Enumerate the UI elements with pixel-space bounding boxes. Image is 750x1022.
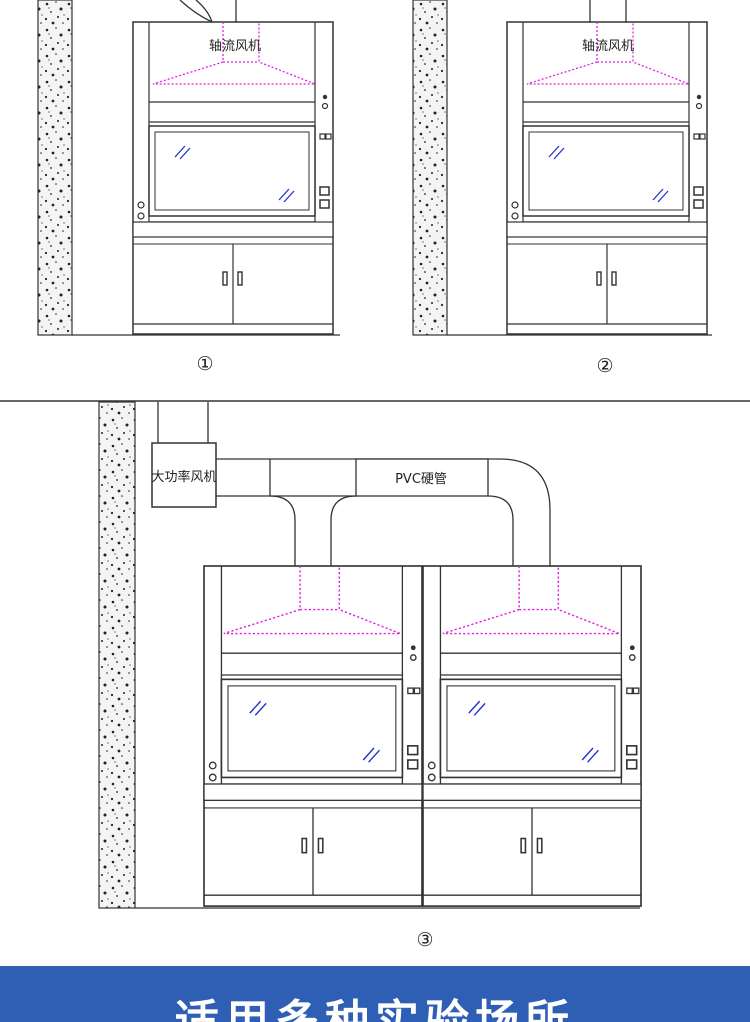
diagram-number-1: ① xyxy=(196,353,213,375)
bottom-banner: 适用多种实验场所 xyxy=(0,966,750,1022)
diagram-1: 轴流风机 ① xyxy=(37,0,340,375)
fume-hood-3b xyxy=(422,565,642,907)
pvc-pipe-segment xyxy=(355,458,489,497)
diagram-3: 大功率风机 PVC硬管 ③ xyxy=(98,401,642,951)
fume-hood-3a xyxy=(203,565,423,907)
high-power-fan xyxy=(151,442,217,508)
diagram-number-2: ② xyxy=(596,355,613,377)
axial-fan-label-1: 轴流风机 xyxy=(209,39,261,54)
high-power-fan-label: 大功率风机 xyxy=(151,469,216,485)
fume-hood-2 xyxy=(506,21,708,335)
axial-fan-label-2: 轴流风机 xyxy=(582,39,634,54)
diagram-number-3: ③ xyxy=(416,929,433,951)
pvc-pipe-label: PVC硬管 xyxy=(395,472,447,487)
diagram-2: 轴流风机 ② xyxy=(412,0,712,377)
wall-3 xyxy=(98,401,136,909)
banner-title: 适用多种实验场所 xyxy=(175,996,575,1022)
wall-1 xyxy=(37,0,73,336)
fume-hood-1 xyxy=(132,21,334,335)
wall-2 xyxy=(412,0,448,336)
